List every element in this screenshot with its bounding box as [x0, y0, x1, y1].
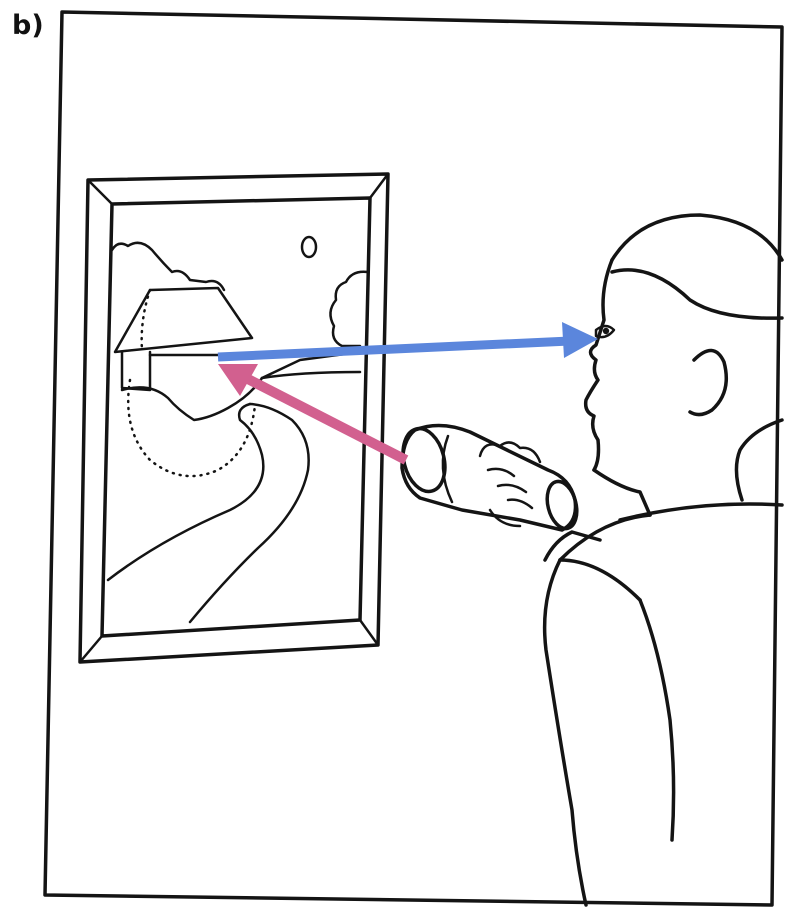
right-tree — [330, 272, 368, 346]
painting — [108, 237, 368, 622]
road-left-edge — [108, 404, 263, 580]
left-tree — [112, 243, 224, 290]
face-profile — [586, 260, 612, 470]
picture-frame — [80, 174, 388, 662]
person — [545, 215, 782, 905]
house-roof — [115, 288, 252, 352]
light-spot — [128, 380, 255, 476]
house-wall — [122, 352, 150, 390]
ear — [690, 350, 726, 414]
moon — [302, 237, 316, 257]
light-arrow — [218, 364, 406, 460]
arm — [545, 560, 586, 905]
road-right-edge — [190, 404, 309, 622]
flashlight-icon — [397, 424, 582, 532]
view-arrow — [218, 322, 598, 358]
head-top — [612, 215, 782, 260]
outer-frame — [45, 12, 782, 905]
